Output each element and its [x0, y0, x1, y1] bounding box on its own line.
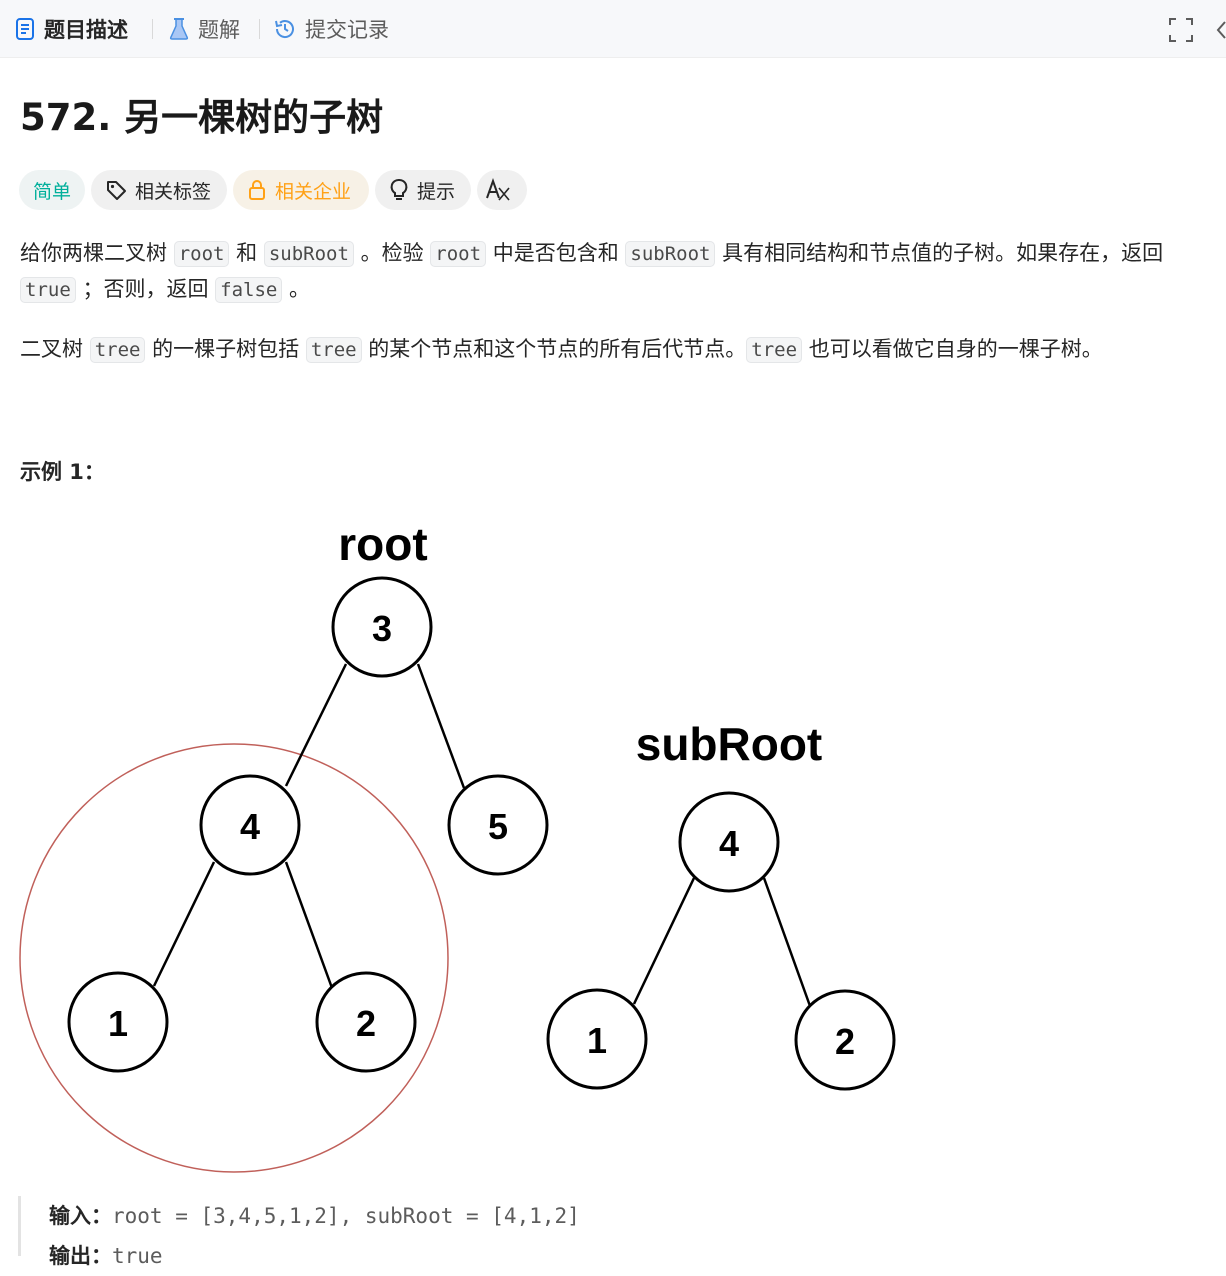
inline-code: root: [430, 241, 487, 267]
node-value: 5: [488, 806, 508, 847]
tree-node: 5: [447, 774, 549, 876]
tab-solutions[interactable]: 题解: [168, 12, 240, 46]
example-input-line: 输入：root = [3,4,5,1,2], subRoot = [4,1,2]: [49, 1196, 1208, 1236]
inline-code: tree: [746, 337, 803, 363]
hint-label: 提示: [417, 180, 456, 203]
tree-node: 4: [199, 774, 301, 876]
problem-title: 572. 另一棵树的子树: [20, 96, 384, 139]
inline-code: true: [20, 277, 76, 303]
tab-submissions[interactable]: 提交记录: [273, 12, 389, 46]
tree-edge: [284, 861, 334, 989]
tree-node: 3: [331, 576, 433, 678]
inline-code: root: [173, 241, 230, 267]
tree-edge: [632, 877, 696, 1005]
tab-description-label: 题目描述: [44, 18, 128, 42]
fullscreen-icon[interactable]: [1168, 17, 1194, 43]
inline-code: tree: [89, 337, 146, 363]
tree-node: 2: [315, 971, 417, 1073]
highlight-circle: [19, 743, 449, 1173]
text: 给你两棵二叉树: [20, 241, 174, 265]
example-heading: 示例 1：: [20, 460, 105, 484]
input-label: 输入：: [49, 1204, 112, 1228]
related-tags-button[interactable]: 相关标签: [91, 170, 227, 210]
tree-node: 1: [546, 988, 648, 1090]
related-companies-button[interactable]: 相关企业: [233, 170, 369, 210]
node-value: 1: [108, 1003, 128, 1044]
text: 具有相同结构和节点值的子树。如果存在，返回: [715, 241, 1164, 265]
translate-button[interactable]: [477, 170, 527, 210]
inline-code: subRoot: [263, 241, 354, 267]
text: 。检验: [353, 241, 431, 265]
difficulty-label: 简单: [33, 180, 72, 203]
tab-solutions-label: 题解: [198, 18, 240, 42]
example-tree-figure: root subRoot 3 4 5 1 2 4 1 2: [19, 518, 896, 1173]
node-value: 4: [719, 823, 739, 864]
history-icon: [275, 20, 294, 38]
tab-submissions-label: 提交记录: [305, 18, 389, 42]
node-value: 3: [372, 608, 392, 649]
input-value: root = [3,4,5,1,2], subRoot = [4,1,2]: [112, 1204, 580, 1228]
related-companies-label: 相关企业: [275, 180, 352, 203]
tab-divider: [152, 19, 153, 39]
node-value: 2: [835, 1021, 855, 1062]
tab-description[interactable]: 题目描述: [14, 12, 128, 46]
hint-button[interactable]: 提示: [375, 170, 471, 210]
tree-edge: [284, 663, 348, 787]
lightbulb-icon: [390, 179, 408, 200]
text: 也可以看做它自身的一棵子树。: [802, 337, 1103, 361]
tag-icon: [107, 181, 126, 200]
node-value: 2: [356, 1003, 376, 1044]
node-value: 1: [587, 1020, 607, 1061]
tree-edge: [152, 861, 216, 987]
example-io-block: 输入：root = [3,4,5,1,2], subRoot = [4,1,2]…: [18, 1196, 1208, 1268]
text: 和: [229, 241, 264, 265]
tab-divider: [259, 19, 260, 39]
text: 中是否包含和: [486, 241, 626, 265]
tree-node: 2: [794, 989, 896, 1091]
description-paragraph-2: 二叉树 tree 的一棵子树包括 tree 的某个节点和这个节点的所有后代节点。…: [20, 332, 1210, 368]
text: 。: [282, 277, 311, 301]
text: 的某个节点和这个节点的所有后代节点。: [361, 337, 747, 361]
chevron-left-icon[interactable]: [1215, 18, 1226, 42]
subroot-label: subRoot: [636, 718, 823, 770]
tree-edge: [762, 877, 812, 1007]
lock-icon: [249, 180, 265, 200]
root-label: root: [338, 518, 427, 570]
translate-icon: [486, 178, 510, 201]
description-paragraph-1: 给你两棵二叉树 root 和 subRoot 。检验 root 中是否包含和 s…: [20, 236, 1210, 308]
node-value: 4: [240, 806, 260, 847]
inline-code: subRoot: [625, 241, 716, 267]
inline-code: tree: [305, 337, 362, 363]
text: 二叉树: [20, 337, 90, 361]
top-tab-bar: 题目描述 题解 提交记录: [0, 0, 1226, 58]
tree-edge: [416, 663, 466, 789]
tree-node: 1: [67, 971, 169, 1073]
flask-icon: [169, 18, 189, 40]
inline-code: false: [215, 277, 283, 303]
text: ；否则，返回: [75, 277, 216, 301]
difficulty-badge[interactable]: 简单: [19, 170, 85, 210]
description-icon: [16, 18, 34, 40]
tree-node: 4: [678, 791, 780, 893]
related-tags-label: 相关标签: [135, 180, 212, 203]
example-output-line: 输出：true: [49, 1236, 1208, 1276]
text: 的一棵子树包括: [145, 337, 306, 361]
